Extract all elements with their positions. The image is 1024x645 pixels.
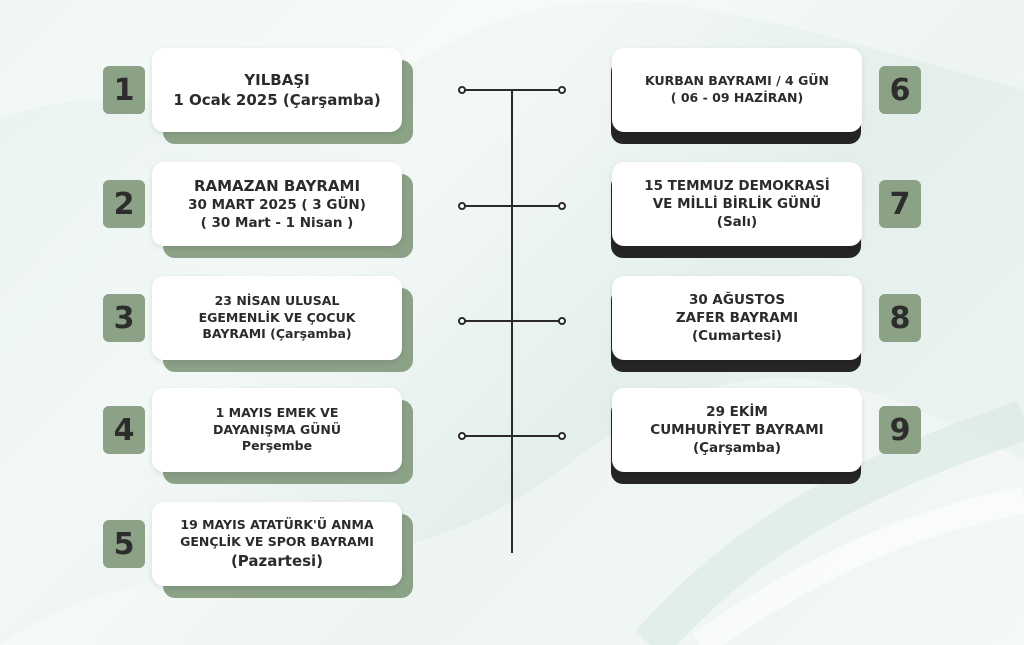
- holiday-number: 1: [103, 66, 145, 114]
- holiday-item-6: 6 KURBAN BAYRAMI / 4 GÜN ( 06 - 09 HAZİR…: [604, 48, 1024, 144]
- holiday-title: 19 MAYIS ATATÜRK'Ü ANMA: [180, 517, 374, 532]
- holiday-title: 15 TEMMUZ DEMOKRASİ: [644, 177, 830, 194]
- holiday-card: 30 AĞUSTOS ZAFER BAYRAMI (Cumartesi): [612, 276, 862, 360]
- holiday-card: KURBAN BAYRAMI / 4 GÜN ( 06 - 09 HAZİRAN…: [612, 48, 862, 132]
- holiday-title-2: VE MİLLİ BİRLİK GÜNÜ: [652, 195, 822, 212]
- holiday-item-1: 1 YILBAŞI 1 Ocak 2025 (Çarşamba): [0, 48, 420, 144]
- holiday-title: 29 EKİM: [706, 403, 768, 420]
- holiday-title-2: EGEMENLİK VE ÇOCUK: [198, 309, 356, 325]
- holiday-item-5: 5 19 MAYIS ATATÜRK'Ü ANMA GENÇLİK VE SPO…: [0, 502, 420, 598]
- holiday-title-2: ZAFER BAYRAMI: [675, 309, 799, 326]
- holiday-card: 1 MAYIS EMEK VE DAYANIŞMA GÜNÜ Perşembe: [152, 388, 402, 472]
- holiday-card: YILBAŞI 1 Ocak 2025 (Çarşamba): [152, 48, 402, 132]
- holiday-item-9: 9 29 EKİM CUMHURİYET BAYRAMI (Çarşamba): [604, 388, 1024, 484]
- holiday-card: 19 MAYIS ATATÜRK'Ü ANMA GENÇLİK VE SPOR …: [152, 502, 402, 586]
- holiday-item-3: 3 23 NİSAN ULUSAL EGEMENLİK VE ÇOCUK BAY…: [0, 276, 420, 372]
- holiday-card: 15 TEMMUZ DEMOKRASİ VE MİLLİ BİRLİK GÜNÜ…: [612, 162, 862, 246]
- holiday-card: 23 NİSAN ULUSAL EGEMENLİK VE ÇOCUK BAYRA…: [152, 276, 402, 360]
- holiday-number: 2: [103, 180, 145, 228]
- holiday-range: ( 30 Mart - 1 Nisan ): [200, 215, 354, 232]
- holiday-number: 9: [879, 406, 921, 454]
- holiday-title: YILBAŞI: [244, 70, 310, 89]
- holiday-item-4: 4 1 MAYIS EMEK VE DAYANIŞMA GÜNÜ Perşemb…: [0, 388, 420, 484]
- holiday-title: KURBAN BAYRAMI / 4 GÜN: [645, 73, 829, 89]
- holiday-title: 30 AĞUSTOS: [688, 291, 786, 308]
- holiday-date: (Salı): [716, 214, 758, 231]
- holiday-number: 5: [103, 520, 145, 568]
- holiday-title-2: DAYANIŞMA GÜNÜ: [213, 421, 341, 437]
- holiday-number: 8: [879, 294, 921, 342]
- holiday-card: 29 EKİM CUMHURİYET BAYRAMI (Çarşamba): [612, 388, 862, 472]
- holiday-date: Perşembe: [241, 438, 313, 454]
- holiday-date: BAYRAMI (Çarşamba): [202, 326, 352, 342]
- holiday-item-8: 8 30 AĞUSTOS ZAFER BAYRAMI (Cumartesi): [604, 276, 1024, 372]
- holiday-date: ( 06 - 09 HAZİRAN): [670, 90, 804, 105]
- holiday-date: 30 MART 2025 ( 3 GÜN): [188, 196, 366, 213]
- holiday-title: RAMAZAN BAYRAMI: [193, 176, 361, 195]
- holiday-item-2: 2 RAMAZAN BAYRAMI 30 MART 2025 ( 3 GÜN) …: [0, 162, 420, 258]
- holiday-date: (Pazartesi): [230, 551, 324, 570]
- holiday-number: 7: [879, 180, 921, 228]
- holiday-date: 1 Ocak 2025 (Çarşamba): [173, 91, 381, 109]
- holiday-card: RAMAZAN BAYRAMI 30 MART 2025 ( 3 GÜN) ( …: [152, 162, 402, 246]
- holiday-number: 4: [103, 406, 145, 454]
- holiday-title-2: GENÇLİK VE SPOR BAYRAMI: [180, 533, 374, 549]
- holiday-title: 1 MAYIS EMEK VE: [215, 404, 339, 420]
- holiday-date: (Cumartesi): [692, 328, 782, 345]
- holiday-number: 6: [879, 66, 921, 114]
- holiday-title-2: CUMHURİYET BAYRAMI: [650, 421, 824, 438]
- holiday-title: 23 NİSAN ULUSAL: [214, 292, 340, 308]
- holiday-item-7: 7 15 TEMMUZ DEMOKRASİ VE MİLLİ BİRLİK GÜ…: [604, 162, 1024, 258]
- holiday-number: 3: [103, 294, 145, 342]
- holiday-date: (Çarşamba): [692, 440, 781, 457]
